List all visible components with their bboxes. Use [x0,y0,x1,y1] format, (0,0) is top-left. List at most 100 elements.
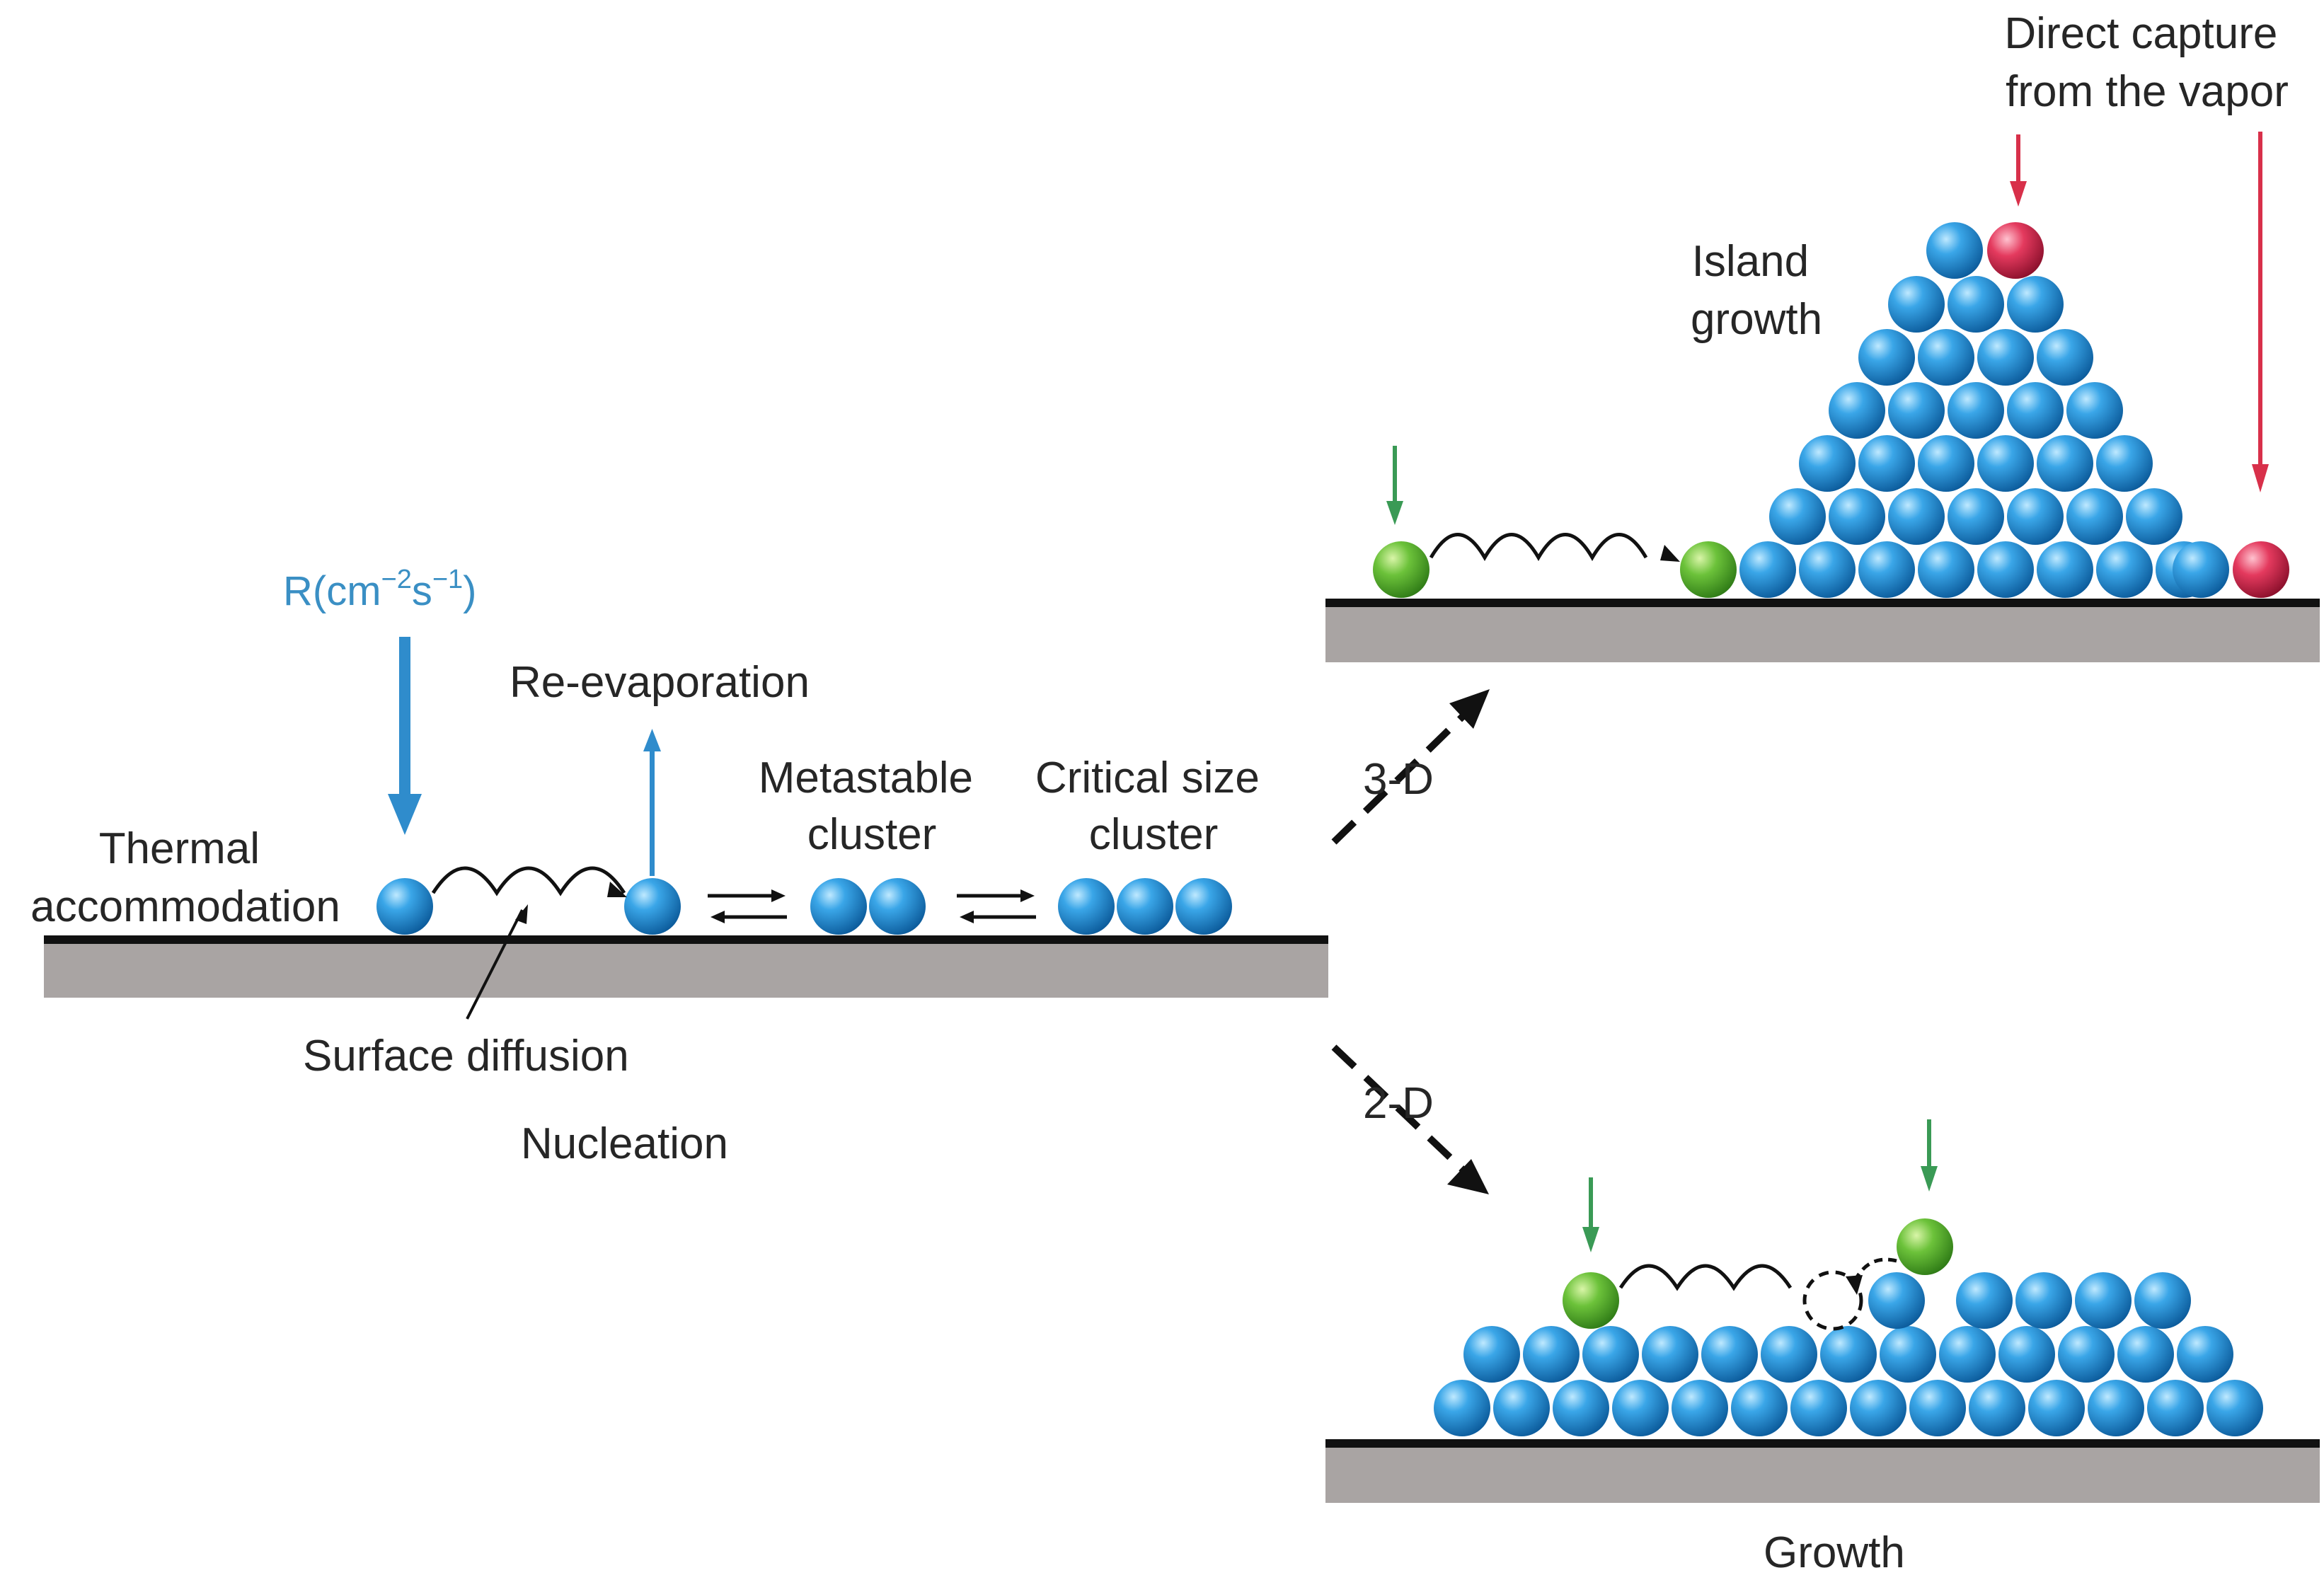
deposition-rate-arrow [388,637,422,835]
island-atom [1977,329,2034,386]
layer-diffusion-hops [1618,1264,1793,1291]
layer-stack [1434,1272,2263,1436]
red-capture-arrow-edge [2252,132,2269,492]
layer-atom [1880,1326,1936,1383]
layer-atom [1956,1272,2013,1329]
green-deposition-arrow-3d [1386,446,1403,525]
pathway-2d-arrow [1331,1044,1489,1194]
layer-atom [2028,1380,2085,1436]
green-deposition-arrow-2d-left [1582,1177,1599,1252]
island-atom [1739,541,1796,598]
island-atom [1769,488,1826,545]
layer-atom [1642,1326,1698,1383]
layer-atom [1493,1380,1550,1436]
island-atom [2096,541,2153,598]
island-atom [1799,541,1856,598]
island-atom [2066,488,2123,545]
adatom-green-layer [1563,1272,1619,1329]
layer-atom [1582,1326,1639,1383]
layer-atom [1612,1380,1669,1436]
nucleation-atoms [376,878,1232,935]
layer-atom [1998,1326,2055,1383]
adatom-green-left [1373,541,1430,598]
reevaporating-atom [624,878,681,935]
hop-arrow-head [607,882,627,897]
layer-atom [2134,1272,2191,1329]
island-atom [2007,382,2064,439]
island-atom [1888,276,1945,333]
surface-diffusion-pointer [466,909,524,1020]
island-atom [1858,329,1915,386]
layer-atom [2177,1326,2233,1383]
two-d-label: 2-D [1363,1079,1434,1128]
accommodated-atom [376,878,433,935]
thermal-accommodation-label: Thermal accommodation [30,824,340,931]
metastable-cluster-label: Metastable cluster [759,754,986,859]
captured-atom-top [1987,222,2044,279]
metastable-cluster-atoms [810,878,926,935]
reevaporation-arrow [643,729,661,876]
island-atom [2037,329,2093,386]
island-atom [1948,488,2004,545]
layer-atom [1701,1326,1758,1383]
island-atom [2037,541,2093,598]
layer-atom [1434,1380,1490,1436]
layer-atom [2207,1380,2263,1436]
layer-atom [1523,1326,1580,1383]
three-d-label: 3-D [1363,755,1434,804]
island-atom [1926,222,1983,279]
layer-atom [1731,1380,1788,1436]
island-atom [2066,382,2123,439]
island-atom [2126,488,2182,545]
substrate-nucleation [44,935,1328,998]
island-atom [1829,488,1885,545]
deposition-rate-label: R(cm−2s−1) [283,565,477,614]
island-atom [2096,435,2153,492]
surface-diffusion-hops [431,866,626,896]
island-atom [1918,435,1974,492]
island-atom [1858,435,1915,492]
red-capture-arrow-top [2010,134,2027,207]
island-atom [1948,382,2004,439]
island-atom [1977,541,2034,598]
direct-capture-label: Direct capture from the vapor [2004,9,2289,116]
island-atom [1888,488,1945,545]
reevaporation-label: Re-evaporation [510,658,810,707]
island-atom [1829,382,1885,439]
growth-label: Growth [1764,1528,1905,1577]
nucleation-label: Nucleation [521,1119,728,1168]
layer-atom [1463,1326,1520,1383]
substrate-layer [1325,1439,2320,1503]
layer-atom [2075,1272,2132,1329]
layer-atom [2015,1272,2072,1329]
surface-diffusion-label: Surface diffusion [303,1032,629,1080]
layer-atom [1553,1380,1609,1436]
adatom-green-raised [1897,1218,1953,1275]
island-growth-label: Island growth [1691,237,1822,344]
island-atom [2173,541,2229,598]
layer-atom [1939,1326,1996,1383]
island-atom [2007,276,2064,333]
island-atom [1888,382,1945,439]
island-atom [2037,435,2093,492]
island-atom [1977,435,2034,492]
equilibrium-arrows-2 [957,889,1036,923]
vacancy-site [1802,1270,1863,1331]
island-atom [1948,276,2004,333]
layer-atom [1820,1326,1877,1383]
layer-atom [1850,1380,1906,1436]
critical-cluster-atoms [1058,878,1232,935]
island-pyramid [1739,222,2229,598]
green-deposition-arrow-2d-right [1921,1119,1938,1192]
island-atom [1918,541,1974,598]
adatom-green-island-edge [1680,541,1737,598]
layer-atom [2117,1326,2174,1383]
critical-size-cluster-label: Critical size cluster [1035,754,1272,859]
island-atom [1858,541,1915,598]
layer-atom [1761,1326,1817,1383]
pathway-3d-arrow [1331,689,1490,845]
layer-atom [2088,1380,2144,1436]
island-atom [2007,488,2064,545]
layer-atom [2058,1326,2115,1383]
